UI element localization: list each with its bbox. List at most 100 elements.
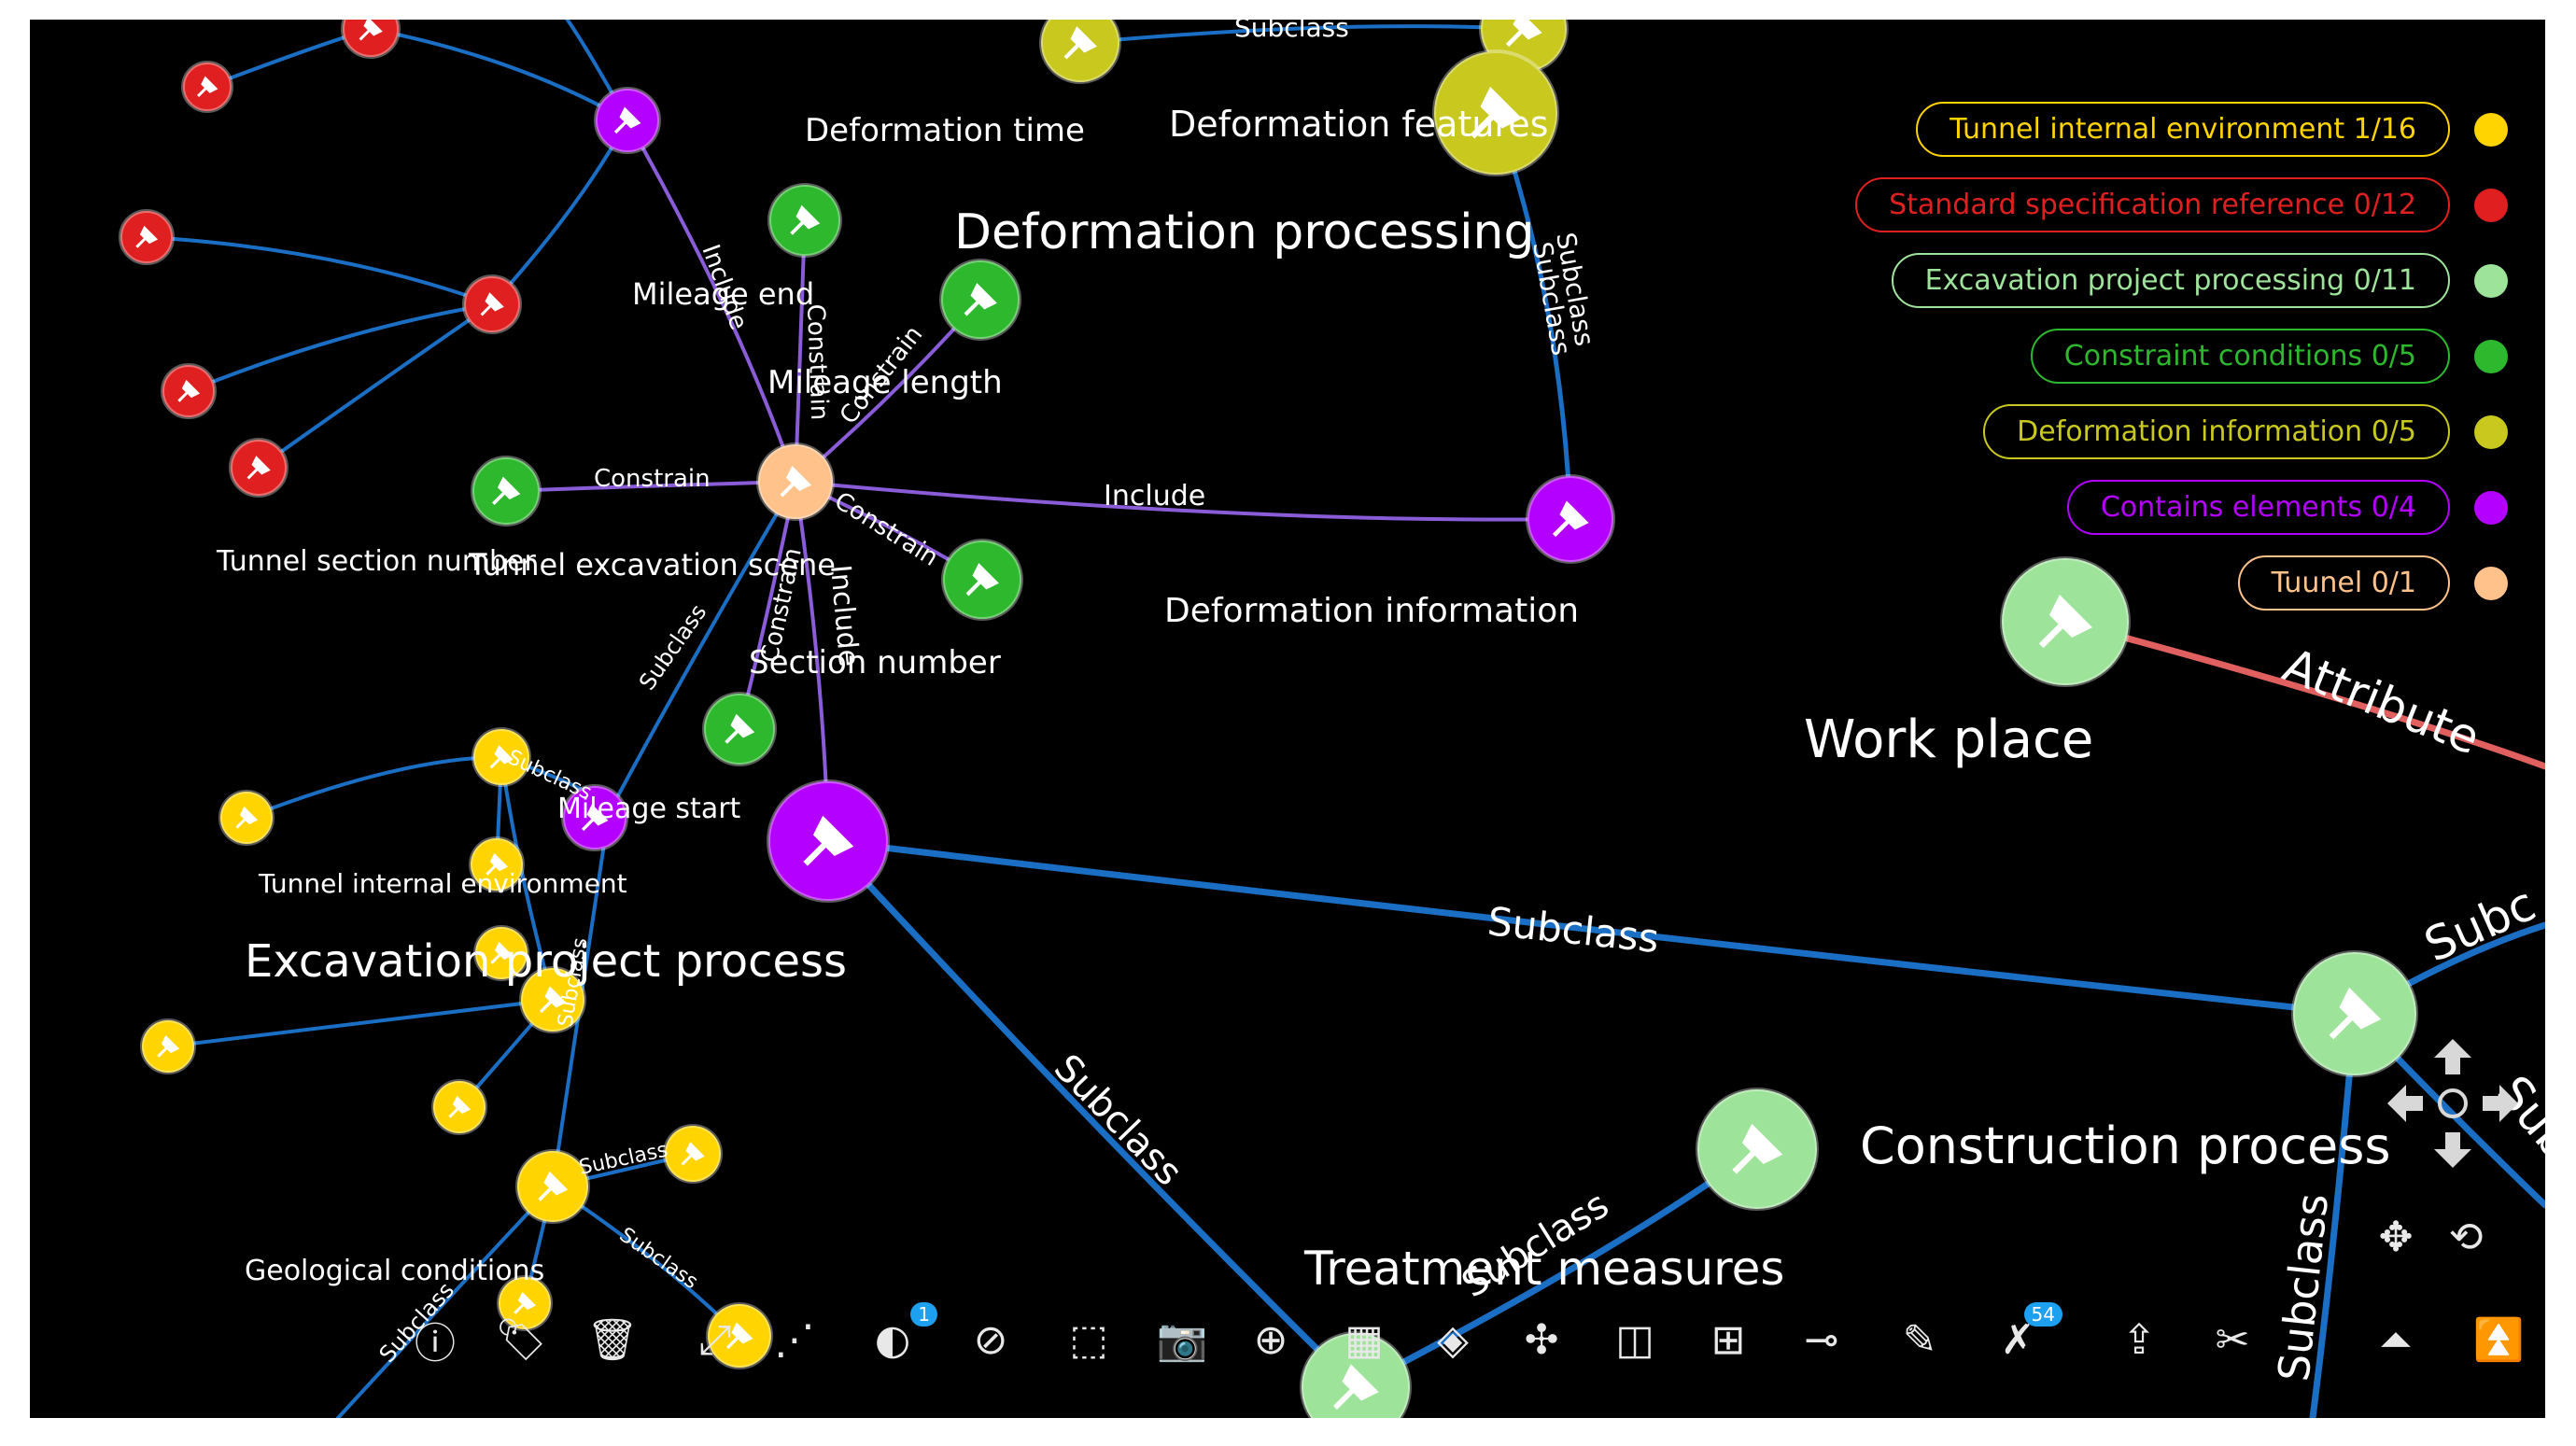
graph-node[interactable] — [119, 209, 175, 265]
graph-node[interactable] — [519, 966, 586, 1033]
pin-icon — [480, 292, 504, 316]
graph-node[interactable] — [140, 1018, 196, 1074]
navigation-controls[interactable] — [2387, 1039, 2518, 1168]
edge-subclass — [336, 1185, 555, 1418]
info-icon[interactable]: ⓘ — [403, 1308, 467, 1371]
pan-up-icon[interactable] — [2434, 1039, 2471, 1074]
graph-node[interactable] — [515, 1149, 590, 1224]
graph-node[interactable] — [473, 925, 529, 981]
cluster-icon[interactable]: ✣ — [1510, 1308, 1573, 1371]
graph-node[interactable] — [702, 692, 777, 766]
graph-node[interactable] — [2000, 556, 2131, 687]
tag-icon[interactable]: 🏷 — [489, 1308, 553, 1371]
edge-label-subclass: Subclass — [1234, 20, 1349, 43]
pan-right-icon[interactable] — [2483, 1085, 2518, 1122]
pin-icon — [157, 1034, 180, 1058]
graph-node[interactable] — [469, 836, 525, 892]
select-box-icon[interactable]: ⬚ — [1057, 1308, 1120, 1371]
pan-left-icon[interactable] — [2387, 1085, 2423, 1122]
pin-icon — [2038, 595, 2093, 649]
link-add-icon[interactable]: ⊸ — [1790, 1308, 1853, 1371]
scissors-icon[interactable]: ✂ — [2201, 1308, 2264, 1371]
node-circle[interactable] — [1039, 20, 1121, 84]
top-view-icon[interactable]: ⏫ — [2467, 1308, 2530, 1371]
knowledge-graph[interactable]: Subclass Subclass Subclass Include Const… — [30, 20, 2545, 1418]
move-cross-icon[interactable]: ✥ — [2364, 1205, 2428, 1269]
legend-item[interactable]: Standard specification reference 0/12 — [1855, 177, 2508, 232]
unpin-icon[interactable]: ✗54 — [1986, 1302, 2062, 1371]
graph-node[interactable] — [756, 442, 835, 521]
contrast-icon[interactable]: ◐1 — [861, 1302, 937, 1371]
pan-down-icon[interactable] — [2434, 1132, 2471, 1168]
graph-node[interactable] — [767, 779, 890, 903]
legend-label[interactable]: Excavation project processing 0/11 — [1891, 253, 2450, 308]
graph-node[interactable] — [462, 274, 522, 334]
brush-icon[interactable]: ✎ — [1888, 1308, 1951, 1371]
graph-node[interactable] — [471, 456, 542, 526]
edge — [166, 998, 555, 1048]
rotate-icon[interactable]: ⟲ — [2434, 1205, 2498, 1269]
graph-canvas[interactable]: Subclass Subclass Subclass Include Const… — [30, 20, 2545, 1418]
pin-icon — [780, 465, 812, 498]
graph-node[interactable] — [341, 20, 401, 59]
graph-node[interactable] — [181, 61, 233, 113]
flat-view-icon[interactable]: ⏶ — [2364, 1308, 2428, 1371]
graph-node[interactable] — [767, 183, 842, 258]
graph-node[interactable] — [939, 259, 1021, 341]
graph-node[interactable] — [594, 87, 661, 154]
add-layer-icon[interactable]: ⊞ — [1696, 1308, 1760, 1371]
legend-item[interactable]: Tuunel 0/1 — [2237, 555, 2508, 611]
hide-icon[interactable]: ⊘ — [959, 1308, 1022, 1371]
expand-icon[interactable]: ⤢ — [683, 1308, 747, 1371]
legend-item[interactable]: Constraint conditions 0/5 — [2030, 329, 2508, 384]
graph-node[interactable] — [2291, 950, 2418, 1077]
graph-node[interactable] — [1696, 1088, 1819, 1211]
graph-node[interactable] — [1432, 49, 1559, 176]
export-icon[interactable]: ⇪ — [2107, 1308, 2171, 1371]
legend-label[interactable]: Constraint conditions 0/5 — [2030, 329, 2450, 384]
graph-node[interactable] — [431, 1079, 487, 1135]
graph-node[interactable] — [1039, 20, 1121, 84]
legend-label[interactable]: Deformation information 0/5 — [1983, 404, 2450, 459]
legend-label[interactable]: Standard specification reference 0/12 — [1855, 177, 2450, 232]
node-label: Excavation project process — [245, 935, 847, 988]
legend-label[interactable]: Contains elements 0/4 — [2066, 480, 2450, 535]
edge-subclass — [824, 837, 2358, 1018]
graph-node[interactable] — [663, 1124, 723, 1184]
legend-item[interactable]: Excavation project processing 0/11 — [1891, 253, 2508, 308]
graph-node[interactable] — [561, 784, 628, 851]
graph-node[interactable] — [218, 790, 274, 846]
legend-item[interactable]: Tunnel internal environment 1/16 — [1916, 102, 2508, 157]
graph-node[interactable] — [161, 363, 217, 419]
node-circle[interactable] — [341, 20, 401, 59]
edge-include — [626, 119, 797, 484]
edge-label-subclass: Subclass — [1046, 1046, 1190, 1194]
node-label: Deformation features — [1169, 104, 1548, 145]
legend-label[interactable]: Tuunel 0/1 — [2237, 555, 2450, 611]
graph-node[interactable] — [941, 539, 1023, 621]
pin-icon — [1505, 20, 1542, 48]
node-label: Treatment measures — [1303, 1242, 1784, 1296]
legend-item[interactable]: Deformation information 0/5 — [1983, 404, 2508, 459]
focus-icon[interactable]: ◈ — [1421, 1308, 1485, 1371]
graph-node[interactable] — [706, 1302, 773, 1369]
network-icon[interactable]: ⋰ — [763, 1308, 826, 1371]
legend-label[interactable]: Tunnel internal environment 1/16 — [1916, 102, 2450, 157]
graph-node[interactable] — [1526, 474, 1615, 564]
frame-icon[interactable]: ▦ — [1332, 1308, 1396, 1371]
legend-item[interactable]: Contains elements 0/4 — [2066, 480, 2508, 535]
graph-node[interactable] — [472, 727, 531, 787]
node-label: Section number — [749, 644, 1001, 681]
graph-node[interactable] — [497, 1275, 553, 1331]
target-icon[interactable]: ⊕ — [1239, 1308, 1302, 1371]
edge — [187, 302, 494, 393]
graph-node[interactable] — [1300, 1331, 1412, 1418]
camera-icon[interactable]: 📷 — [1150, 1308, 1214, 1371]
pan-center-icon[interactable] — [2438, 1088, 2468, 1118]
graph-node[interactable] — [229, 438, 289, 498]
node-label: Mileage start — [557, 793, 741, 825]
legend-color-dot — [2474, 414, 2508, 449]
cube-icon[interactable]: ◫ — [1603, 1308, 1667, 1371]
trash-icon[interactable]: 🗑 — [581, 1308, 644, 1371]
